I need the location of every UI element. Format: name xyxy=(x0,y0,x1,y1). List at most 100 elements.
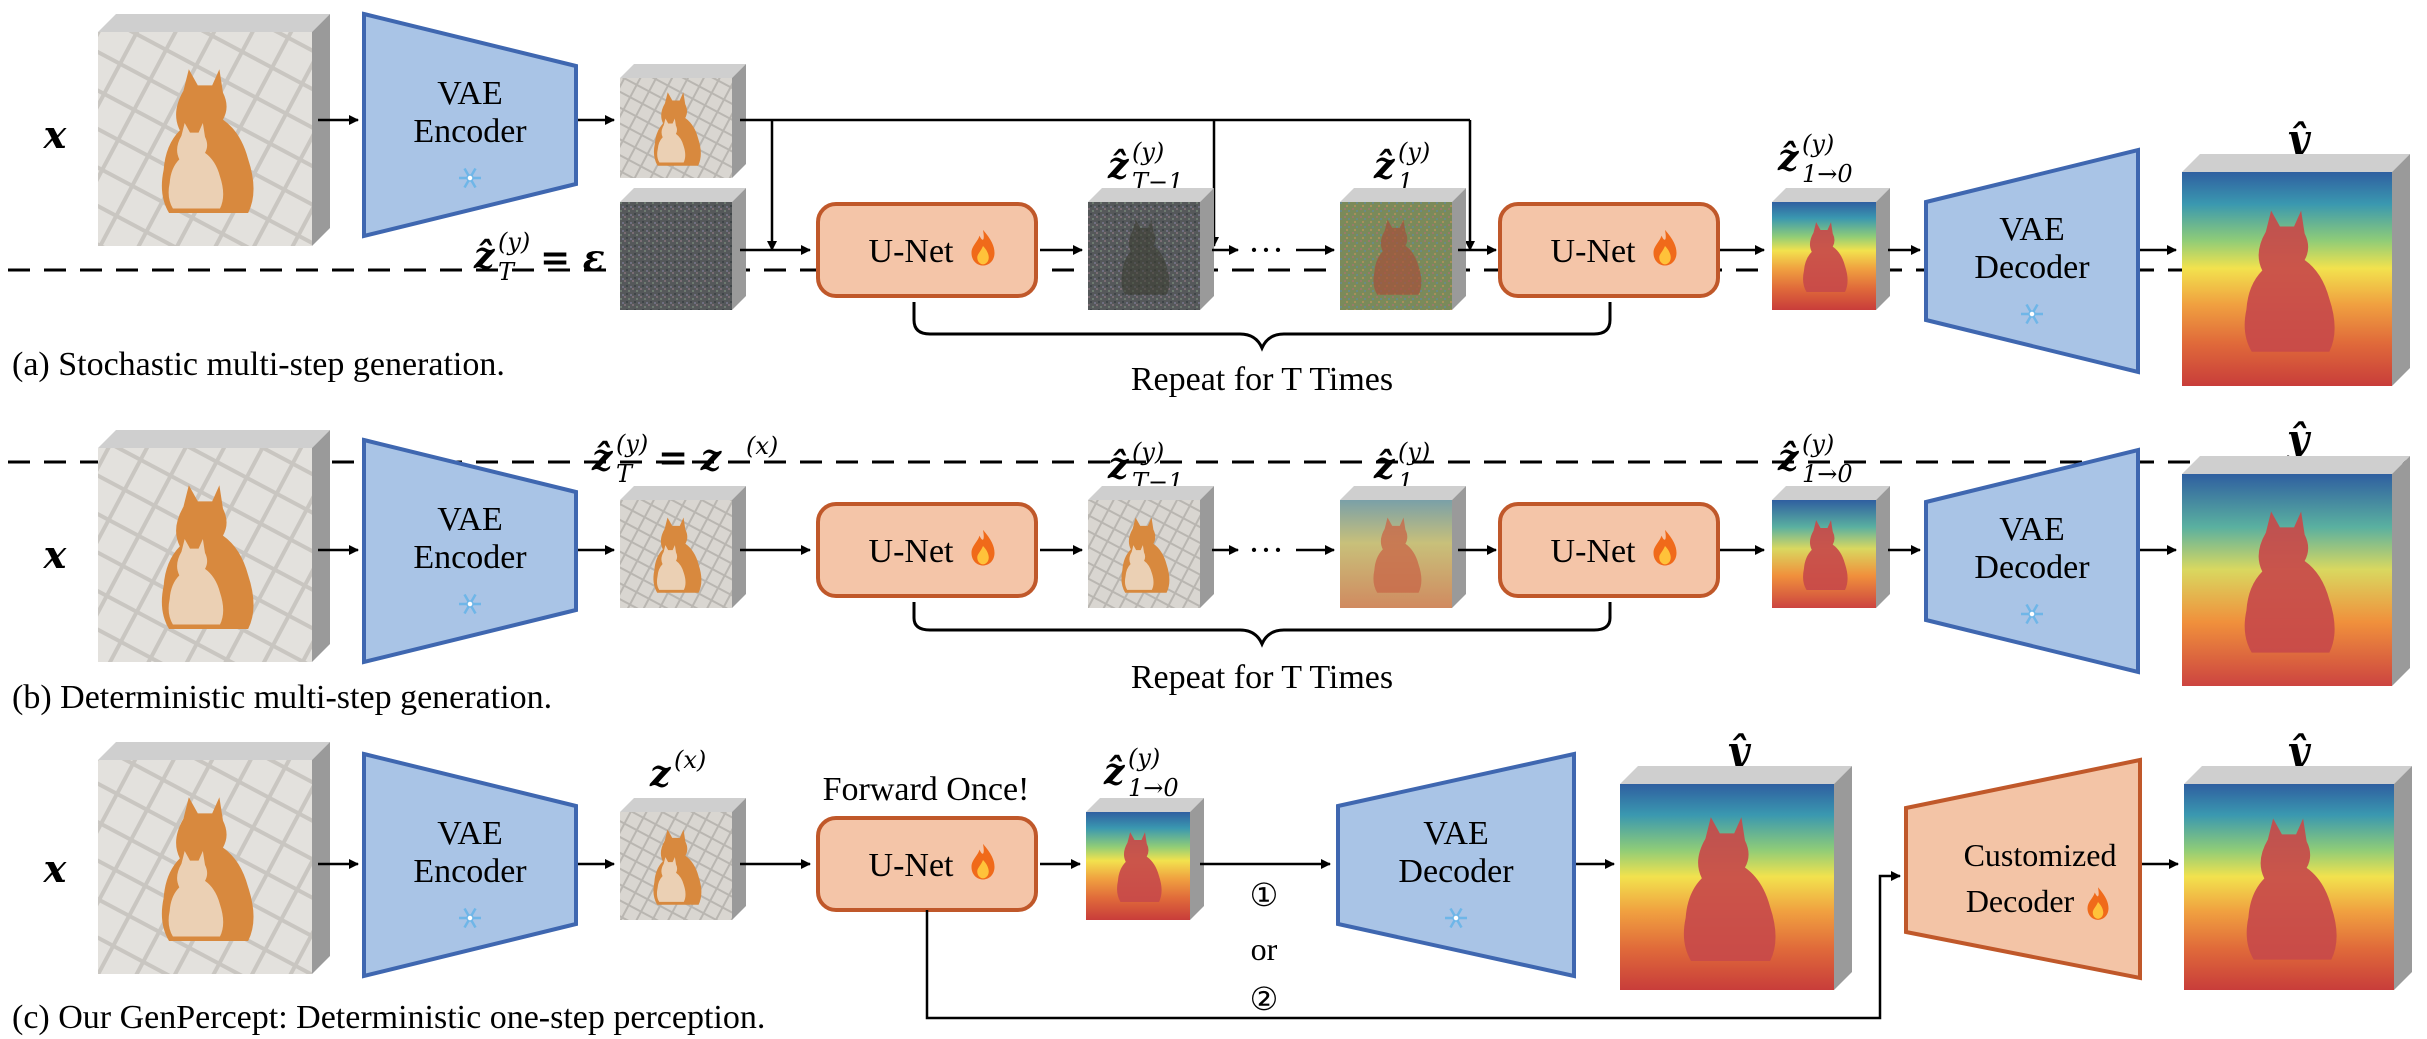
input-x-label: x xyxy=(43,846,68,891)
snowflake-icon xyxy=(459,167,481,189)
block-label: VAE xyxy=(1999,511,2065,548)
math-sup: (y) xyxy=(616,430,648,458)
flame-icon xyxy=(2087,887,2109,920)
snowflake-icon xyxy=(2021,603,2043,625)
tile-top xyxy=(1620,766,1852,784)
tile-top xyxy=(1772,486,1890,500)
math-main: ẑ xyxy=(473,235,496,277)
math-sup: (y) xyxy=(1398,438,1430,466)
unet-label: U-Net xyxy=(1551,233,1637,270)
unet-box xyxy=(816,502,1038,598)
label-z-1-to-0: ẑ(y)1→0 xyxy=(1777,430,1853,488)
unet-box xyxy=(1498,202,1720,298)
block-label: VAE xyxy=(1423,815,1489,852)
flame-inner xyxy=(977,246,989,265)
tile-top xyxy=(2182,154,2410,172)
unet-block: U-Net xyxy=(816,816,1038,912)
math-rhs: = ε xyxy=(540,237,605,279)
latent-tile xyxy=(620,486,746,608)
unet-label: U-Net xyxy=(869,533,955,570)
input-x-label: x xyxy=(43,112,68,157)
flame-inner xyxy=(977,546,989,565)
block-label: VAE xyxy=(437,75,503,112)
tile-side xyxy=(1200,486,1214,608)
block-label: Encoder xyxy=(413,853,527,890)
tile-side xyxy=(2394,766,2412,990)
math-main: ẑ xyxy=(1107,445,1130,487)
snowflake-core xyxy=(466,600,474,608)
flame-icon xyxy=(1653,229,1677,266)
output-depth-tile xyxy=(2184,766,2412,990)
tile-top xyxy=(2184,766,2412,784)
tile-top xyxy=(620,486,746,500)
math-rhs: = z xyxy=(658,437,723,479)
unet-box xyxy=(816,202,1038,298)
block-label: Encoder xyxy=(413,539,527,576)
trapezoid-shape xyxy=(362,11,578,239)
math-main: z xyxy=(649,753,672,795)
tile-side xyxy=(312,430,330,662)
output-depth-tile xyxy=(2182,456,2410,686)
snowflake-icon xyxy=(459,907,481,929)
math-sub: 1→0 xyxy=(1802,160,1853,188)
tile-side xyxy=(1200,188,1214,310)
tile-side xyxy=(1834,766,1852,990)
tile-top xyxy=(1772,188,1890,202)
snowflake-icon xyxy=(2021,303,2043,325)
math-sub: T xyxy=(616,460,634,488)
snowflake-core xyxy=(1452,914,1460,922)
block-label: Encoder xyxy=(413,113,527,150)
unet-block-2: U-Net xyxy=(1498,502,1720,598)
tile-top xyxy=(98,430,330,448)
tile-top xyxy=(1340,486,1466,500)
tile-side xyxy=(732,64,746,178)
z-1-to-0-tile xyxy=(1772,486,1890,608)
output-y-label: ŷ xyxy=(2286,416,2312,461)
input-image-tile xyxy=(98,14,330,246)
flame-inner xyxy=(1659,246,1671,265)
latent-tile xyxy=(620,64,746,178)
tile-side xyxy=(1190,798,1204,920)
snowflake-core xyxy=(2028,310,2036,318)
flame-icon xyxy=(971,843,995,880)
math-rhs-sup: (x) xyxy=(746,432,778,460)
unet-block-2: U-Net xyxy=(1498,202,1720,298)
block-label: VAE xyxy=(437,815,503,852)
tile-top xyxy=(620,188,746,202)
block-label: Customized xyxy=(1964,837,2117,873)
output-depth-tile xyxy=(2182,154,2410,386)
tile-top xyxy=(1088,188,1214,202)
z-T-minus-1-tile xyxy=(1088,188,1214,310)
block-label: VAE xyxy=(437,501,503,538)
repeat-label: Repeat for T Times xyxy=(1131,659,1393,696)
tile-side xyxy=(732,188,746,310)
snowflake-icon xyxy=(459,593,481,615)
flame-inner xyxy=(977,860,989,879)
tile-side xyxy=(2392,456,2410,686)
unet-label: U-Net xyxy=(869,847,955,884)
flame-inner xyxy=(2092,902,2104,919)
math-main: ẑ xyxy=(1103,751,1126,793)
math-sub: T xyxy=(498,258,516,286)
z-1-tile xyxy=(1340,486,1466,608)
math-sup: (y) xyxy=(1802,430,1834,458)
noise-tile xyxy=(620,188,746,310)
ellipsis: ··· xyxy=(1248,530,1284,570)
math-main: ẑ xyxy=(591,437,614,479)
label-z-T-minus-1: ẑ(y)T−1 xyxy=(1107,138,1183,196)
snowflake-icon xyxy=(1445,907,1467,929)
unet-box xyxy=(1498,502,1720,598)
z-1-to-0-tile xyxy=(1086,798,1204,920)
option-2-label: ② xyxy=(1250,981,1279,1017)
tile-face xyxy=(620,202,732,310)
tile-top xyxy=(1086,798,1204,812)
